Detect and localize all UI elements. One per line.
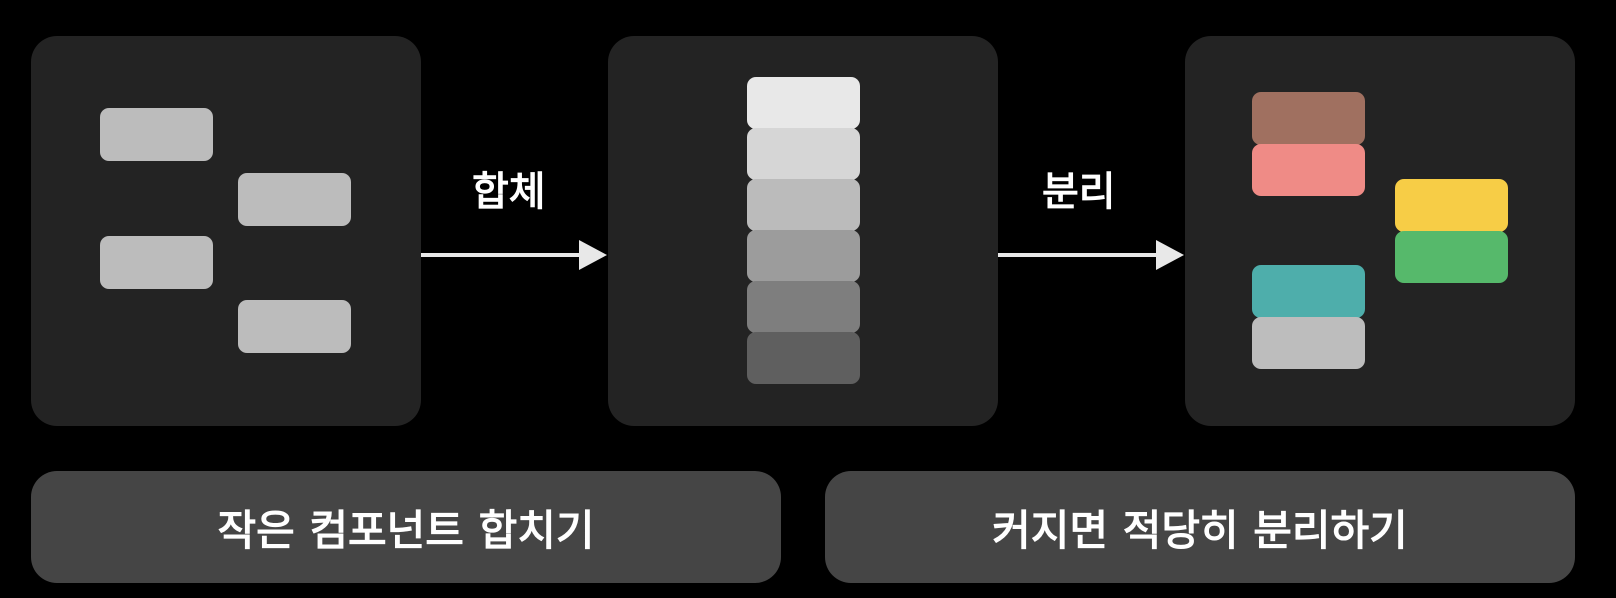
group-block-yellow [1395, 179, 1508, 232]
stack-segment [747, 281, 860, 333]
merge-label: 합체 [472, 169, 546, 215]
arrow-right-icon [421, 240, 607, 270]
small-component-block [100, 108, 213, 161]
split-label: 분리 [1042, 169, 1116, 215]
group-block-brown [1252, 92, 1365, 145]
small-component-block [238, 173, 351, 226]
stack-segment [747, 128, 860, 180]
stack-segment [747, 179, 860, 231]
caption-split-when-large: 커지면 적당히 분리하기 [825, 471, 1575, 583]
small-component-block [238, 300, 351, 353]
small-component-block [100, 236, 213, 289]
arrow-right-icon [998, 240, 1184, 270]
group-block-gray [1252, 317, 1365, 369]
group-block-teal [1252, 265, 1365, 318]
panel-split-groups [1185, 36, 1575, 426]
group-block-green [1395, 231, 1508, 283]
stack-segment [747, 332, 860, 384]
panel-merged-stack [608, 36, 998, 426]
caption-merge-small-components: 작은 컴포넌트 합치기 [31, 471, 781, 583]
panel-small-components [31, 36, 421, 426]
group-block-pink [1252, 144, 1365, 196]
stack-segment [747, 230, 860, 282]
stack-segment [747, 77, 860, 129]
